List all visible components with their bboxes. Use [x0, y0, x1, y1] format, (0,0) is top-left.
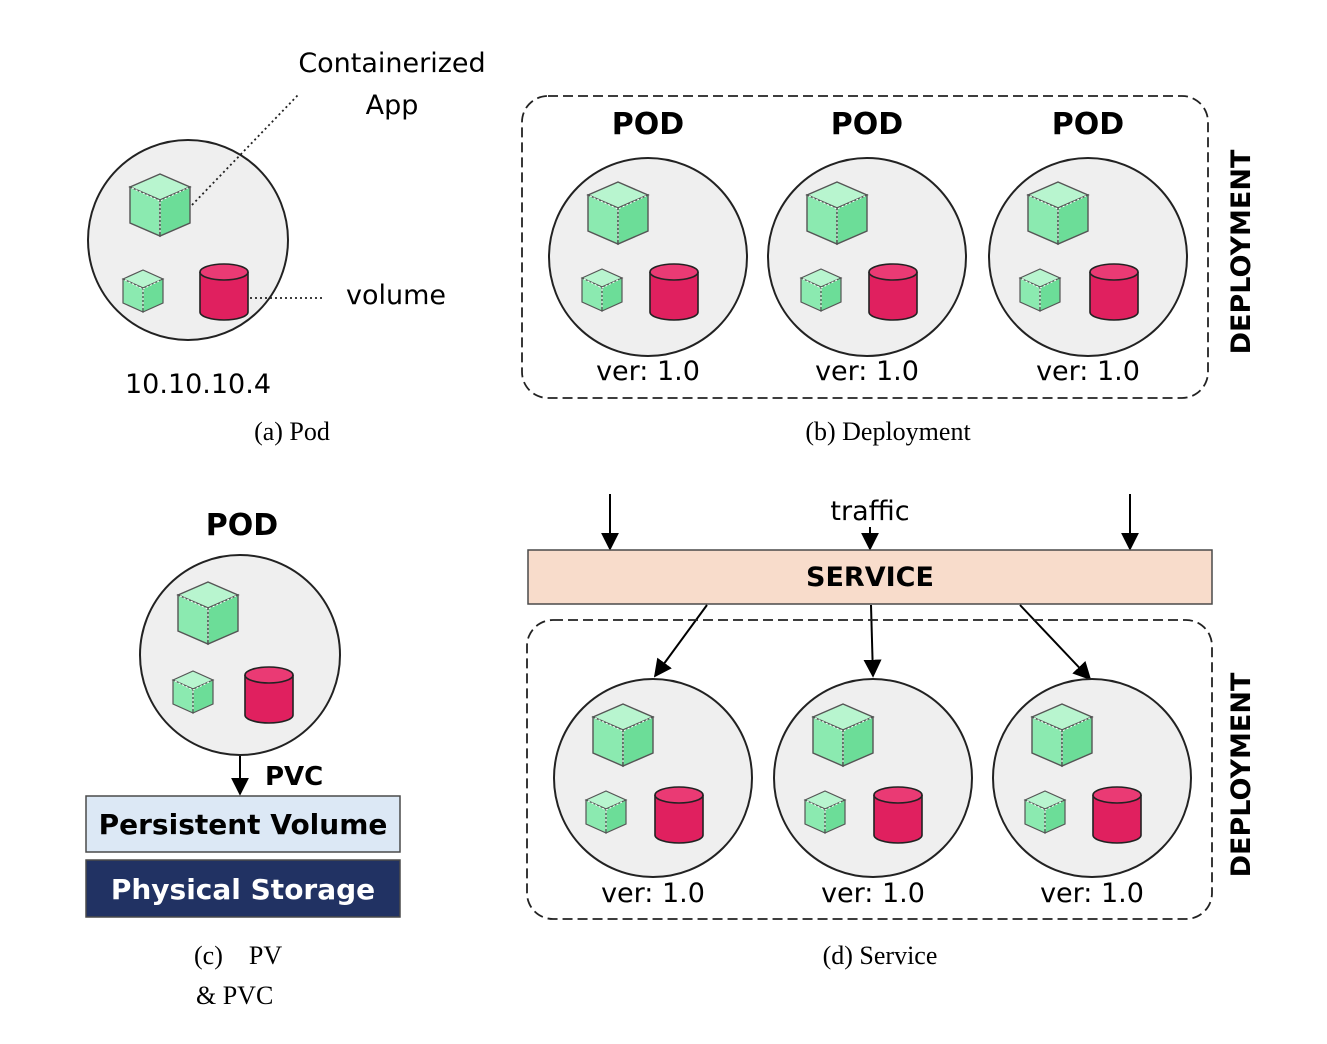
pod-circle-3 — [992, 678, 1192, 878]
pod-version-3: ver: 1.0 — [1036, 356, 1140, 387]
volume-cylinder-icon — [1089, 263, 1139, 321]
pod-version-3: ver: 1.0 — [1040, 878, 1144, 909]
deployment-vertical-label: DEPLOYMENT — [1226, 149, 1257, 354]
sidecar-container-cube-icon — [122, 269, 164, 313]
volume-label: volume — [346, 280, 446, 311]
small-container-cube-icon — [1024, 790, 1066, 834]
caption-a: (a) Pod — [254, 417, 330, 446]
service-label: SERVICE — [806, 562, 934, 593]
container-cube-icon — [177, 581, 239, 645]
container-cube-icon — [806, 181, 868, 245]
caption-c-line1: (c) PV — [194, 941, 282, 970]
container-cube-icon — [592, 703, 654, 767]
persistent-volume-label: Persistent Volume — [99, 808, 388, 841]
volume-cylinder-icon — [244, 666, 294, 724]
pod-label-3: POD — [1052, 107, 1124, 142]
caption-b: (b) Deployment — [805, 417, 971, 446]
volume-cylinder-icon — [199, 263, 249, 321]
pod-label-2: POD — [831, 107, 903, 142]
containerized-app-label-line1: Containerized — [298, 48, 485, 79]
pod-circle-3 — [988, 157, 1188, 357]
panel-d-service: traffic SERVICE DEPLOYMENT ver: 1.0 ver:… — [526, 494, 1257, 970]
volume-cylinder-icon — [1092, 786, 1142, 844]
pod-version-2: ver: 1.0 — [815, 356, 919, 387]
panel-a-pod: Containerized App volume 10.10.10.4 (a) … — [87, 48, 486, 446]
panel-c-pv-pvc: POD PVC Persistent Volume Physical Stora… — [85, 508, 401, 1010]
volume-cylinder-icon — [654, 786, 704, 844]
small-container-cube-icon — [585, 790, 627, 834]
deployment-group-box — [521, 95, 1209, 399]
pod-circle — [139, 554, 341, 756]
pod-circle-1 — [553, 678, 753, 878]
pod-circle — [87, 139, 289, 341]
pod-label-1: POD — [612, 107, 684, 142]
physical-storage-box — [85, 859, 401, 918]
deployment-vertical-label: DEPLOYMENT — [1226, 672, 1257, 877]
physical-storage-label: Physical Storage — [111, 873, 375, 906]
container-cube-icon — [812, 703, 874, 767]
small-container-cube-icon — [172, 670, 214, 714]
caption-d: (d) Service — [823, 941, 938, 970]
panel-b-deployment: DEPLOYMENT POD ver: 1.0 POD ver: 1.0 POD… — [521, 95, 1257, 446]
pod-version-1: ver: 1.0 — [601, 878, 705, 909]
pod-circle-2 — [767, 157, 967, 357]
caption-c-line2: & PVC — [196, 981, 273, 1010]
deployment-group-box — [526, 619, 1213, 920]
container-cube-icon — [587, 181, 649, 245]
small-container-cube-icon — [800, 268, 842, 312]
small-container-cube-icon — [1019, 268, 1061, 312]
pod-version-2: ver: 1.0 — [821, 878, 925, 909]
container-cube-icon — [1031, 703, 1093, 767]
pod-version-1: ver: 1.0 — [596, 356, 700, 387]
traffic-label: traffic — [830, 496, 909, 527]
pvc-label: PVC — [265, 762, 323, 792]
app-annotation-leader-line — [191, 94, 299, 206]
small-container-cube-icon — [804, 790, 846, 834]
service-box — [527, 549, 1213, 605]
volume-cylinder-icon — [649, 263, 699, 321]
volume-cylinder-icon — [873, 786, 923, 844]
pod-circle-1 — [548, 157, 748, 357]
pod-circle-2 — [773, 678, 973, 878]
volume-cylinder-icon — [868, 263, 918, 321]
container-app-cube-icon — [129, 173, 191, 237]
route-arrow-1 — [653, 604, 708, 678]
persistent-volume-box — [85, 795, 401, 853]
container-cube-icon — [1027, 181, 1089, 245]
route-arrow-3 — [1019, 604, 1092, 681]
small-container-cube-icon — [581, 268, 623, 312]
containerized-app-label-line2: App — [366, 90, 419, 121]
pod-ip-address: 10.10.10.4 — [125, 369, 271, 400]
pod-label: POD — [206, 508, 278, 543]
route-arrow-2 — [863, 604, 882, 678]
